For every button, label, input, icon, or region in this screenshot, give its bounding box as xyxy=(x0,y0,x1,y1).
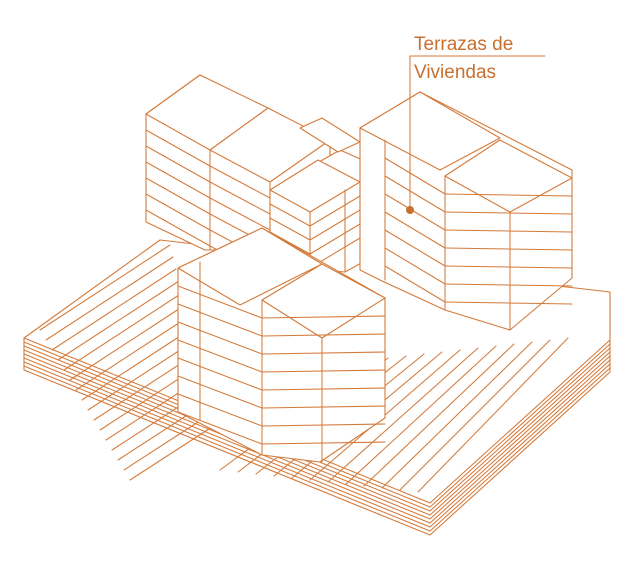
floor-line xyxy=(309,195,361,227)
terrace-line xyxy=(75,316,189,391)
floor-line xyxy=(384,211,446,249)
annotation-dot xyxy=(406,206,414,214)
terrace-line xyxy=(417,337,569,493)
terrace-line xyxy=(129,424,216,481)
terrace-line xyxy=(57,280,180,361)
floor-line xyxy=(177,285,263,319)
floor-line xyxy=(444,193,573,197)
floor-line xyxy=(384,265,446,303)
floor-line xyxy=(384,175,446,213)
terrain-edge-line xyxy=(429,363,611,528)
floor-lines-back-right xyxy=(384,157,573,305)
terrace-line xyxy=(345,345,497,485)
terrace-line xyxy=(399,339,551,491)
floor-line xyxy=(261,405,386,409)
floor-line xyxy=(145,161,211,199)
floor-line xyxy=(261,387,386,391)
terrain-edge-line xyxy=(429,351,611,516)
terrace-line xyxy=(39,244,171,331)
floor-line xyxy=(177,303,263,337)
floor-line xyxy=(261,441,386,445)
floor-line xyxy=(444,211,573,215)
building-back-right xyxy=(359,91,573,331)
floor-line xyxy=(444,229,573,233)
terrace-line xyxy=(363,343,515,487)
floor-line xyxy=(209,165,271,199)
terrace-line xyxy=(81,328,192,401)
floor-line xyxy=(261,369,386,373)
floor-line xyxy=(177,357,263,391)
terrace-line xyxy=(51,268,177,351)
terrace-line xyxy=(381,341,533,489)
floor-line xyxy=(145,129,211,167)
floor-line xyxy=(145,145,211,183)
floor-line xyxy=(261,333,386,337)
terrace-line xyxy=(87,340,195,411)
floor-line xyxy=(384,157,446,195)
floor-line xyxy=(261,423,386,427)
floor-line xyxy=(145,177,211,215)
floor-line xyxy=(261,351,386,355)
floor-line xyxy=(145,209,211,247)
floor-line xyxy=(177,321,263,355)
terrace-line xyxy=(69,304,186,381)
floor-line xyxy=(444,265,573,269)
floor-lines-front xyxy=(177,285,386,445)
terrain-edge-line xyxy=(23,357,431,524)
terrace-line xyxy=(63,292,183,371)
floor-line xyxy=(384,229,446,267)
terrain-edge-line xyxy=(429,347,611,512)
floor-line xyxy=(177,339,263,373)
floor-line xyxy=(269,203,311,227)
floor-line xyxy=(177,375,263,409)
floor-line xyxy=(384,193,446,231)
floor-line xyxy=(269,231,311,255)
floor-line xyxy=(209,197,271,231)
floor-line xyxy=(209,181,271,215)
floor-line xyxy=(444,283,573,287)
floor-line xyxy=(177,393,263,427)
terrain-edge-line xyxy=(429,355,611,520)
building-front xyxy=(177,227,386,463)
floor-line xyxy=(309,223,361,255)
terrain-edge-line xyxy=(429,367,611,532)
annotation-label-line1: Terrazas de xyxy=(414,34,513,55)
floor-line xyxy=(384,247,446,285)
floor-line xyxy=(177,411,263,445)
annotation-callout: Terrazas de Viviendas xyxy=(406,34,546,214)
floor-line xyxy=(309,209,361,241)
floor-line xyxy=(444,247,573,251)
floor-line xyxy=(261,315,386,319)
floor-line xyxy=(444,301,573,305)
floor-line xyxy=(269,217,311,241)
terrace-line xyxy=(45,256,174,341)
terrain-edge-line xyxy=(429,339,611,504)
terrace-line xyxy=(327,347,479,483)
terrain-edge-line xyxy=(23,361,431,528)
annotation-label-line2: Viviendas xyxy=(414,62,496,83)
terrain-edge-line xyxy=(429,359,611,524)
floor-line xyxy=(145,193,211,231)
terrain-edge-line xyxy=(429,343,611,508)
